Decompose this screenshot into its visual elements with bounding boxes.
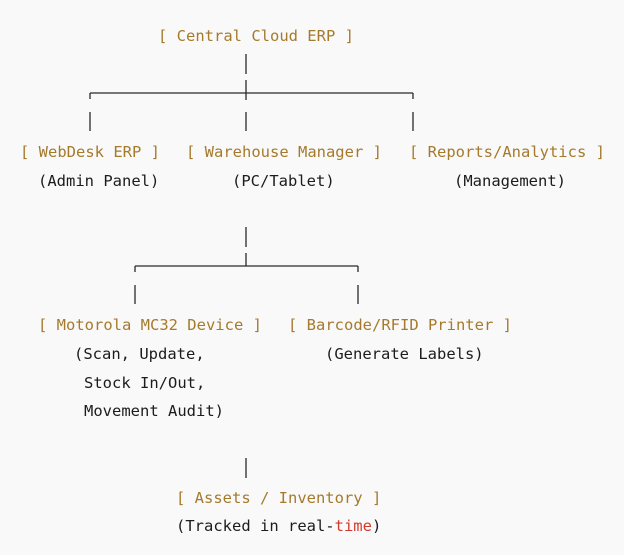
desc-assets-inventory-highlight: time bbox=[334, 517, 372, 535]
desc-motorola-mc32-line3: Movement Audit) bbox=[84, 402, 224, 420]
desc-assets-inventory: (Tracked in real-time) bbox=[176, 516, 381, 536]
desc-reports-analytics: (Management) bbox=[454, 172, 566, 190]
desc-motorola-mc32-line2: Stock In/Out, bbox=[84, 374, 206, 392]
node-barcode-rfid-printer: [ Barcode/RFID Printer ] bbox=[288, 316, 512, 334]
node-motorola-mc32: [ Motorola MC32 Device ] bbox=[38, 316, 262, 334]
desc-assets-inventory-prefix: (Tracked in real- bbox=[176, 517, 335, 535]
node-webdesk-erp: [ WebDesk ERP ] bbox=[20, 143, 160, 161]
desc-webdesk-erp: (Admin Panel) bbox=[38, 172, 160, 190]
desc-warehouse-manager: (PC/Tablet) bbox=[232, 172, 335, 190]
node-central-cloud-erp: [ Central Cloud ERP ] bbox=[158, 27, 354, 45]
desc-motorola-mc32-line1: (Scan, Update, bbox=[74, 345, 205, 363]
desc-barcode-rfid-printer: (Generate Labels) bbox=[325, 345, 484, 363]
node-assets-inventory: [ Assets / Inventory ] bbox=[176, 489, 382, 507]
desc-assets-inventory-suffix: ) bbox=[371, 517, 382, 535]
node-reports-analytics: [ Reports/Analytics ] bbox=[409, 143, 605, 161]
node-warehouse-manager: [ Warehouse Manager ] bbox=[186, 143, 382, 161]
